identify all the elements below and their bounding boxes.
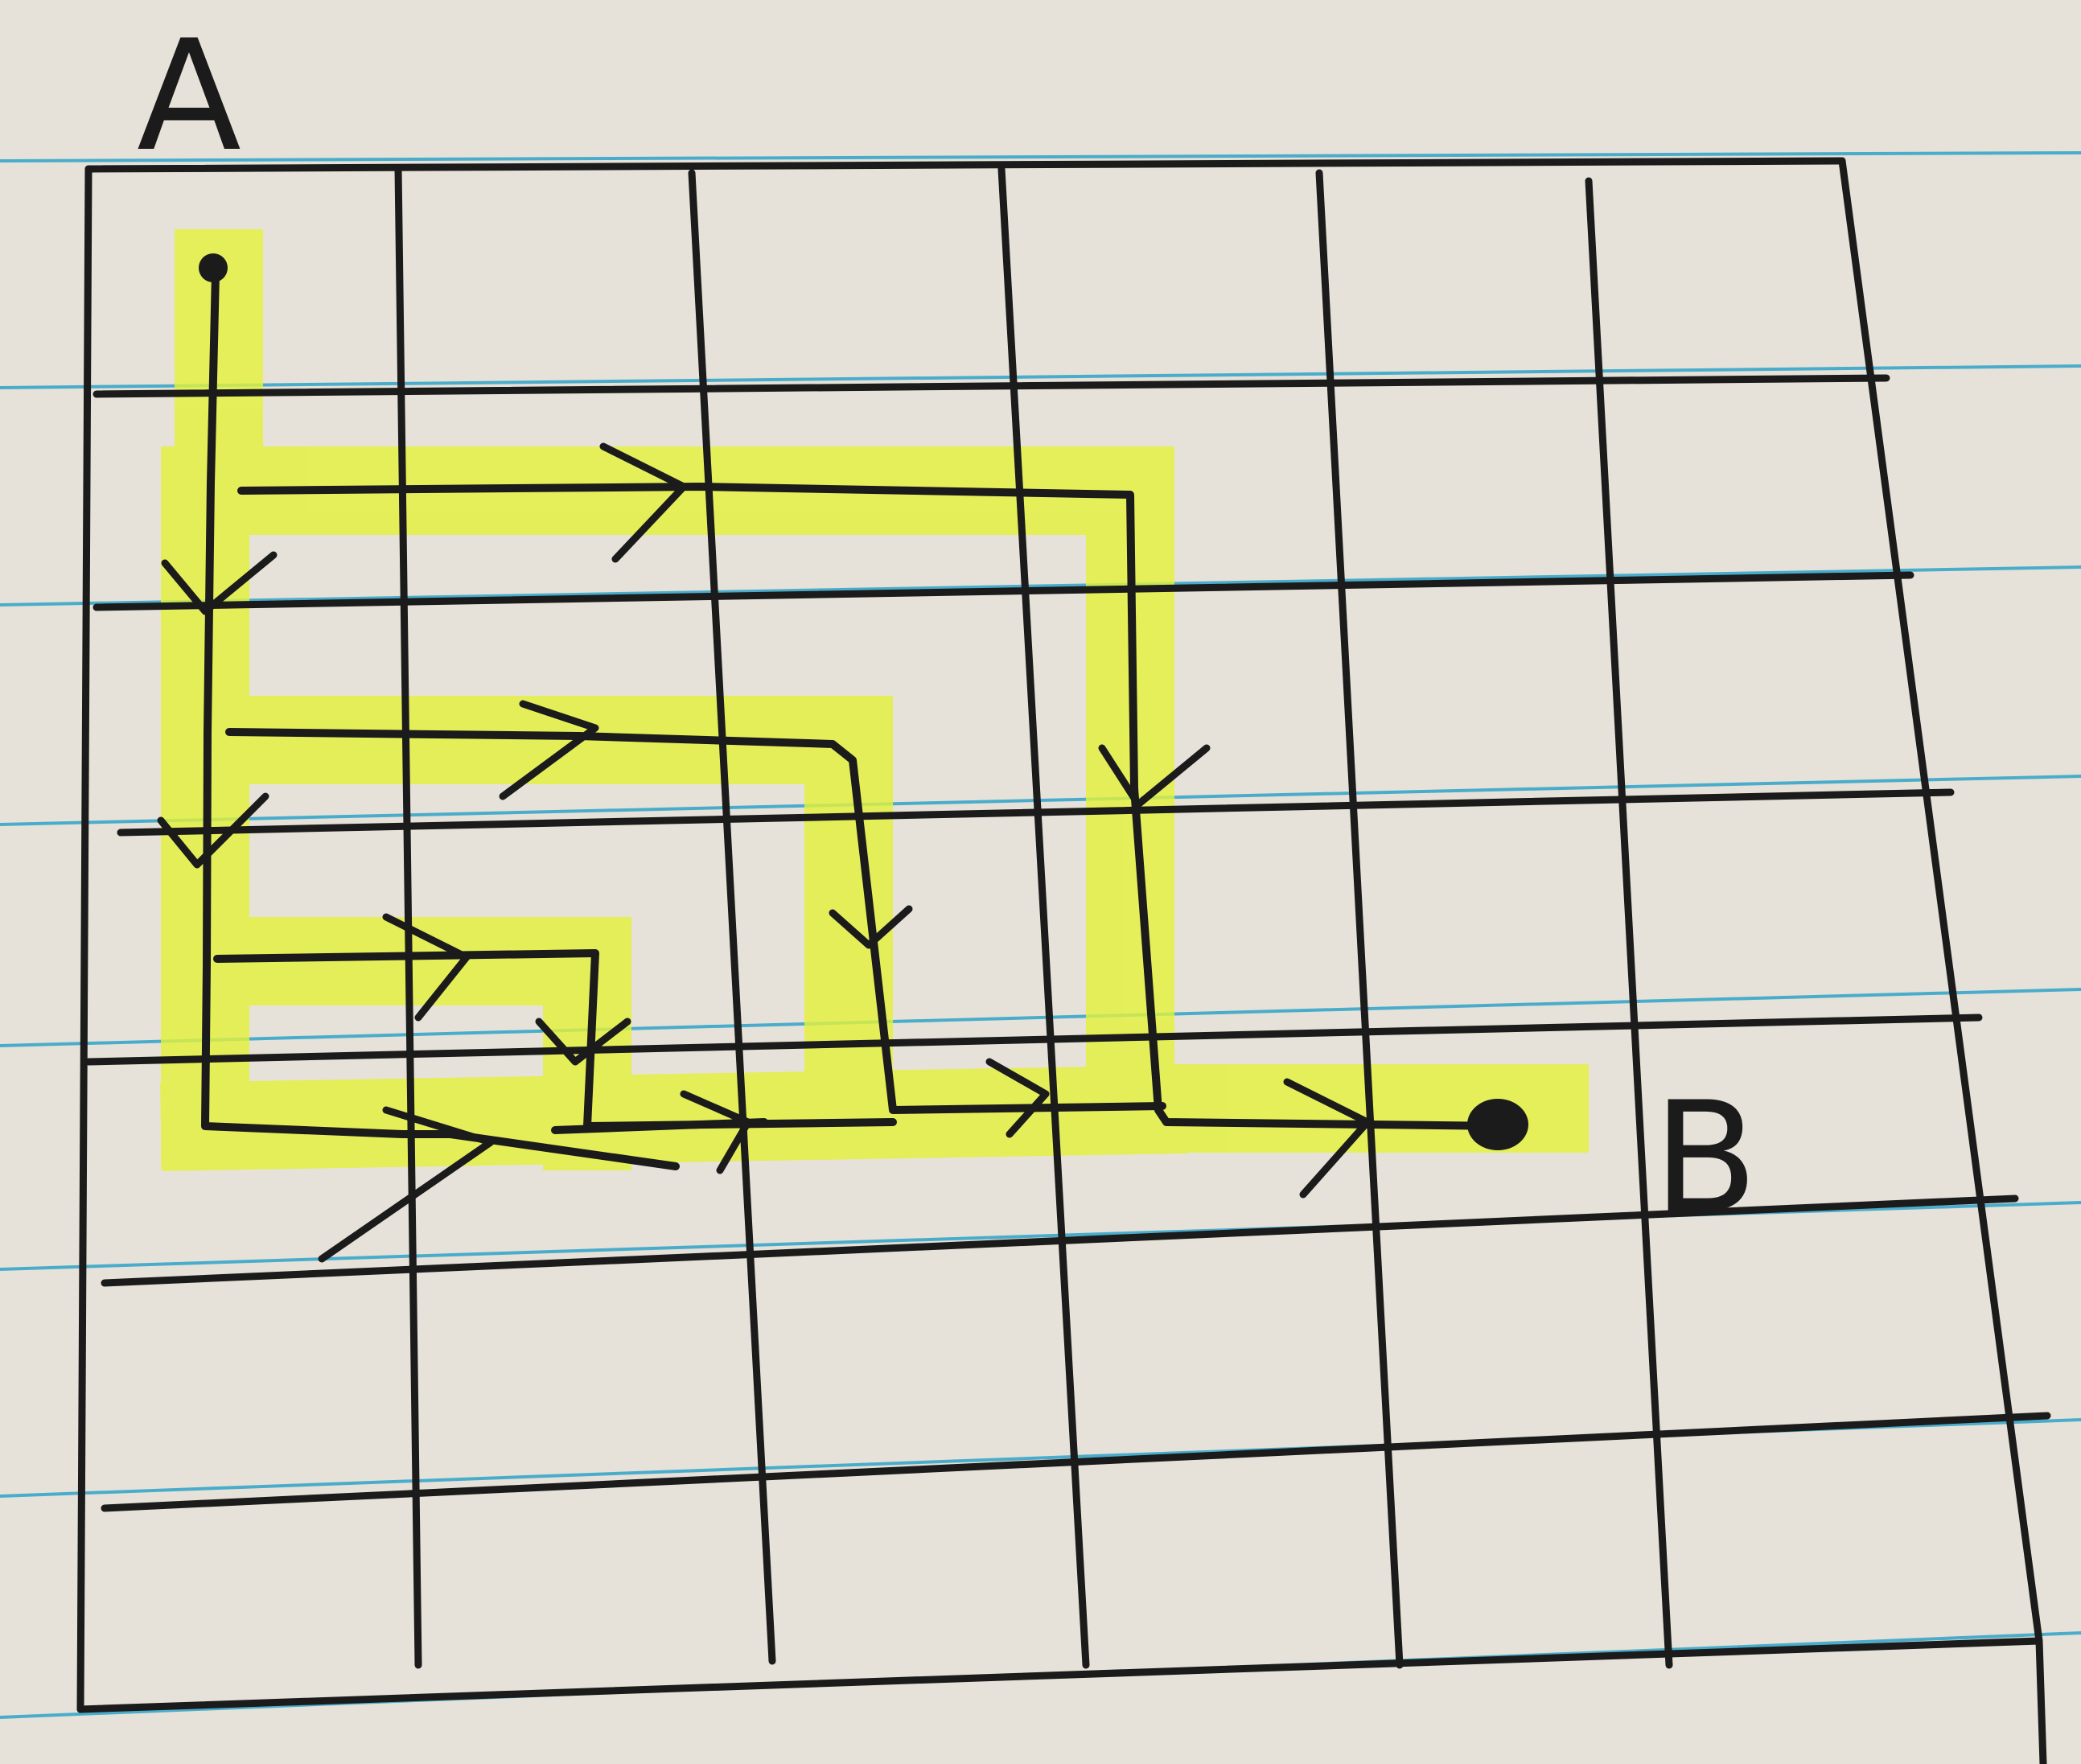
grid-line: [76, 1637, 2043, 1713]
ruled-line: [0, 988, 2081, 1047]
arrow-down-icon: [829, 905, 913, 949]
arrow-right-icon: [680, 1090, 752, 1174]
endpoints: [199, 253, 1528, 1150]
grid-line: [688, 169, 776, 1665]
grid-line: [93, 571, 1914, 611]
arrow-down-icon: [535, 1018, 631, 1066]
arrow-right-icon: [985, 1058, 1050, 1138]
start-point: [199, 253, 228, 282]
grid-line: [1315, 169, 1404, 1669]
route-3: [225, 728, 1166, 1114]
arrow-right-icon: [382, 913, 471, 1022]
ruled-line: [0, 364, 2081, 389]
arrow-down-icon: [161, 551, 278, 615]
notebook-ruled-lines: [0, 151, 2081, 1719]
arrow-right-icon: [318, 1106, 495, 1263]
arrow-right-icon: [1283, 1078, 1372, 1199]
grid: [76, 157, 2051, 1764]
grid-line: [84, 157, 1846, 173]
highlight-segment: [160, 1065, 1187, 1171]
direction-arrows: [157, 442, 1372, 1263]
arrow-down-icon: [1098, 744, 1211, 808]
route-connector: [551, 1118, 768, 1134]
arrow-right-icon: [499, 700, 599, 800]
grid-line: [1838, 157, 2043, 1645]
route-2: [237, 483, 1508, 1130]
highlight-segment: [161, 696, 893, 1158]
end-label: B: [1653, 1069, 1758, 1247]
route-1: [201, 269, 680, 1170]
start-label: A: [137, 7, 241, 185]
arrow-right-icon: [599, 442, 688, 563]
grid-line: [84, 1014, 1983, 1066]
grid-line: [2035, 1637, 2047, 1764]
ruled-line: [0, 151, 2081, 162]
grid-line: [93, 374, 1890, 398]
arrow-down-icon: [157, 792, 269, 869]
routes: [201, 269, 1508, 1170]
grid-line: [997, 165, 1090, 1669]
grid-line: [76, 165, 93, 1713]
end-point: [1467, 1099, 1528, 1150]
ruled-line: [0, 565, 2081, 607]
grid-line: [394, 165, 422, 1669]
grid-line: [1585, 177, 1673, 1669]
